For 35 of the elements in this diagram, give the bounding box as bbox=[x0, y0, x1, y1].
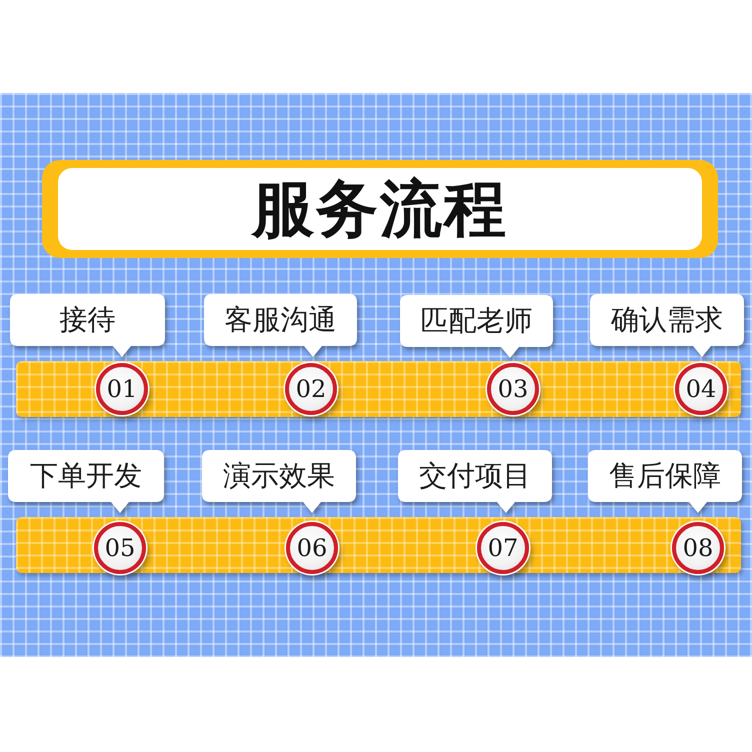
step-number: 08 bbox=[682, 534, 714, 562]
speech-bubble bbox=[10, 294, 165, 357]
step-number: 02 bbox=[296, 375, 326, 403]
title: 服务流程 bbox=[252, 173, 508, 245]
step-number: 04 bbox=[686, 375, 716, 403]
step-label: 接待 bbox=[60, 302, 116, 338]
step-number: 01 bbox=[106, 375, 138, 403]
step-number: 06 bbox=[296, 534, 328, 562]
step-label: 交付项目 bbox=[419, 458, 531, 494]
speech-bubble bbox=[202, 450, 356, 513]
step-label: 匹配老师 bbox=[420, 303, 532, 339]
step-number: 07 bbox=[488, 534, 518, 562]
step-label: 演示效果 bbox=[223, 458, 335, 494]
number-circle bbox=[286, 522, 338, 574]
band-bar bbox=[16, 361, 741, 417]
step-number: 03 bbox=[498, 375, 528, 403]
speech-bubble bbox=[588, 450, 742, 513]
number-circle bbox=[96, 363, 148, 415]
speech-bubble bbox=[398, 450, 552, 513]
number-circle bbox=[285, 363, 337, 415]
step-label: 下单开发 bbox=[30, 458, 142, 494]
step-label: 确认需求 bbox=[611, 302, 723, 338]
speech-bubble bbox=[590, 294, 744, 357]
step-label: 客服沟通 bbox=[224, 302, 336, 338]
number-circle bbox=[675, 363, 727, 415]
number-circle bbox=[477, 522, 529, 574]
step-label: 售后保障 bbox=[609, 458, 721, 494]
number-circle bbox=[672, 522, 724, 574]
number-circle bbox=[94, 522, 146, 574]
speech-bubble bbox=[400, 295, 553, 358]
band-bar bbox=[16, 517, 741, 573]
speech-bubble bbox=[8, 450, 164, 513]
step-number: 05 bbox=[104, 534, 136, 562]
number-circle bbox=[487, 363, 539, 415]
speech-bubble bbox=[204, 294, 357, 357]
